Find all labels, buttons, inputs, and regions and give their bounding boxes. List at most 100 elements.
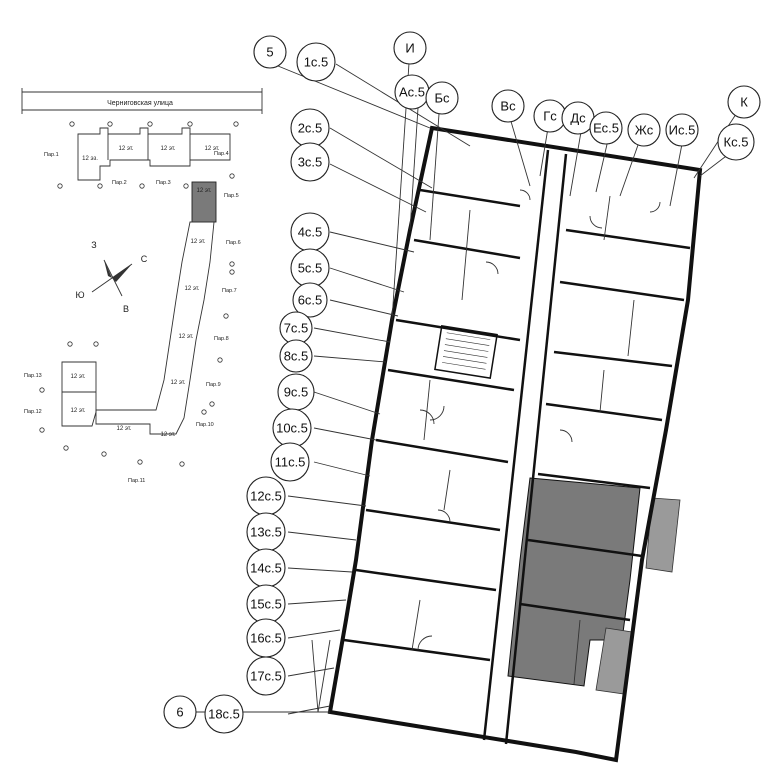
column-tag-label: Кс.5	[724, 135, 749, 150]
axis-marker-5: 5	[253, 35, 287, 69]
key-floors-1: 12 эз.	[82, 156, 98, 162]
column-tag-2: Ас.5	[394, 74, 430, 110]
column-tag-10: Кс.5	[717, 123, 755, 161]
row-tag-label: 15с.5	[250, 597, 282, 612]
row-tag-5: 5с.5	[290, 248, 330, 288]
column-tag-3: Бс	[425, 81, 459, 115]
row-tag-label: 2с.5	[298, 121, 323, 136]
right-partitions	[519, 228, 691, 622]
balcony-upper	[645, 497, 681, 573]
key-plan-diagonal-block	[95, 221, 215, 435]
column-tag-4: Вс	[491, 89, 525, 123]
key-section-2: Пар.2	[112, 180, 127, 186]
corridor-wall-right	[504, 153, 568, 745]
row-tag-2: 2с.5	[290, 108, 330, 148]
key-floors-8: 12 эт.	[178, 334, 193, 340]
door-swings	[417, 189, 661, 651]
row-tag-label: 8с.5	[284, 349, 309, 364]
column-tag-8: Жс	[627, 113, 661, 147]
key-plan-left-block	[61, 361, 97, 427]
key-plan-top-block	[77, 127, 231, 181]
street-name: Черниговская улица	[107, 100, 173, 107]
key-floors-9: 12 эт.	[170, 380, 185, 386]
corridor-wall-left	[482, 149, 550, 741]
key-section-9: Пар.9	[206, 382, 221, 388]
column-tag-label: Гс	[543, 109, 557, 124]
row-tag-9: 9с.5	[277, 373, 315, 411]
interior-walls	[311, 195, 635, 713]
axis-label-5: 5	[266, 45, 273, 60]
key-section-12: Пар.12	[24, 409, 42, 415]
key-section-13: Пар.13	[24, 373, 42, 379]
column-tag-9: Ис.5	[665, 113, 699, 147]
column-tag-label: Вс	[500, 99, 516, 114]
row-tag-11: 11с.5	[270, 442, 310, 482]
key-plan: Черниговская улица 12 эз. 12 эт. 12 эт. …	[21, 88, 263, 484]
key-section-7: Пар.7	[222, 288, 237, 294]
row-tag-10: 10с.5	[272, 408, 312, 448]
row-tags: 2с.5 3с.5 4с.5 5с.5 6с.5 7с.5 8с.5 9с.5 …	[204, 108, 330, 734]
key-floors-7: 12 эт.	[184, 286, 199, 292]
compass-north: С	[141, 254, 148, 264]
row-tag-label: 16с.5	[250, 631, 282, 646]
column-tag-1: 1с.5	[296, 42, 336, 82]
axis-label-К: К	[740, 95, 748, 110]
column-tags: 1с.5 Ас.5 Бс Вс Гс Дс Ес.5 Жс Ис.5 Кс.5	[296, 42, 755, 161]
row-tag-label: 12с.5	[250, 489, 282, 504]
row-tag-16: 16с.5	[246, 618, 286, 658]
row-tag-label: 17с.5	[250, 669, 282, 684]
key-floors-2: 12 эт.	[118, 146, 133, 152]
key-section-4: Пар.4	[214, 151, 229, 157]
row-tag-label: 11с.5	[275, 455, 306, 470]
compass-south: Ю	[75, 290, 84, 300]
row-tag-12: 12с.5	[246, 476, 286, 516]
key-floors-11: 12 эт.	[116, 426, 131, 432]
axis-label-И: И	[405, 41, 414, 56]
key-section-3: Пар.3	[156, 180, 171, 186]
row-tag-label: 14с.5	[250, 561, 282, 576]
row-tag-8: 8с.5	[279, 339, 313, 373]
row-tag-label: 13с.5	[250, 525, 282, 540]
column-tag-label: Ис.5	[669, 123, 696, 138]
axis-label-6: 6	[176, 705, 183, 720]
row-tag-label: 3с.5	[298, 155, 323, 170]
key-highlighted-section	[191, 181, 217, 223]
row-tag-label: 7с.5	[284, 321, 309, 336]
column-tag-label: Дс	[570, 111, 586, 126]
column-tag-5: Гс	[533, 99, 567, 133]
column-tag-label: Бс	[434, 91, 450, 106]
row-tag-label: 18с.5	[208, 707, 240, 722]
key-floors-10: 12 эт.	[160, 432, 175, 438]
key-floors-12: 12 эт.	[70, 374, 85, 380]
axis-marker-И: И	[393, 31, 427, 65]
column-tag-label: Ес.5	[593, 121, 619, 136]
compass-east: В	[123, 304, 129, 314]
axis-markers: 5 И К 6	[163, 31, 761, 729]
stairwell	[434, 325, 498, 379]
column-tag-label: Жс	[635, 123, 654, 138]
row-tag-14: 14с.5	[246, 548, 286, 588]
key-section-10: Пар.10	[196, 422, 214, 428]
column-tag-label: Ас.5	[399, 85, 425, 100]
key-section-1: Пар.1	[44, 152, 59, 158]
row-tag-label: 5с.5	[298, 261, 323, 276]
key-section-11: Пар.11	[128, 478, 145, 484]
key-plan-pins	[39, 121, 239, 467]
row-tag-18: 18с.5	[204, 694, 244, 734]
row-tag-17: 17с.5	[246, 656, 286, 696]
row-tag-label: 4с.5	[298, 225, 323, 240]
row-tag-3: 3с.5	[290, 142, 330, 182]
key-floors-5: 12 эт.	[196, 188, 211, 194]
left-partitions	[343, 188, 521, 662]
column-tag-7: Ес.5	[589, 111, 623, 145]
key-floors-6: 12 эт.	[190, 239, 205, 245]
row-tag-15: 15с.5	[246, 584, 286, 624]
leader-lines	[196, 47, 745, 715]
key-section-6: Пар.6	[226, 240, 241, 246]
building-outline	[327, 125, 703, 763]
column-tag-label: 1с.5	[304, 55, 329, 70]
row-tag-4: 4с.5	[290, 212, 330, 252]
key-floors-3: 12 эт.	[160, 146, 175, 152]
floor-plan	[311, 125, 703, 763]
